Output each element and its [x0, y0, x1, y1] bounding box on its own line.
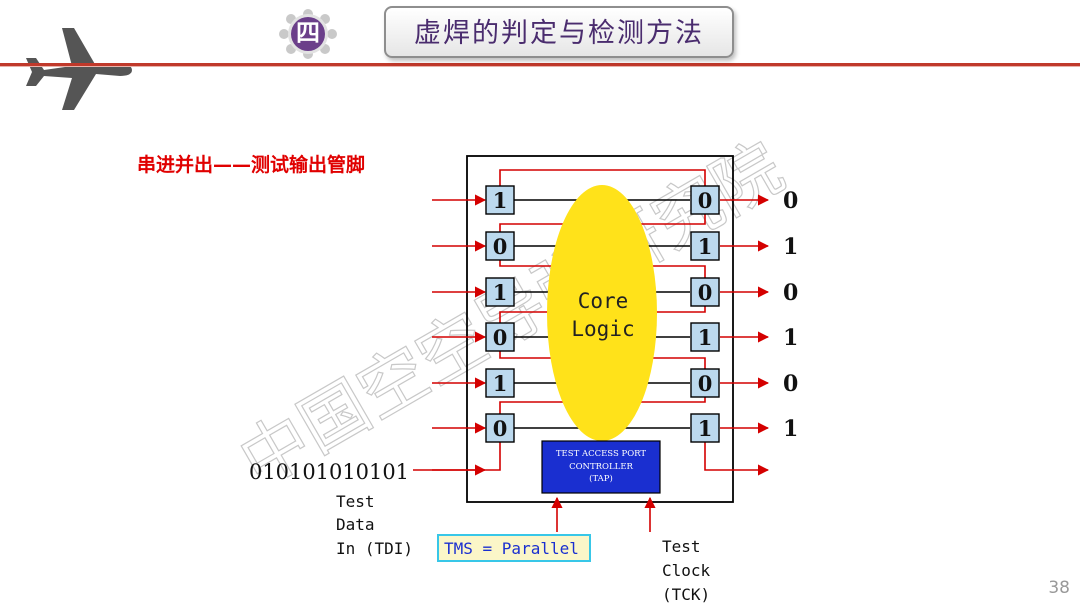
airplane-icon	[26, 28, 132, 110]
chip-outline	[466, 155, 734, 503]
tap-label-line3: (TAP)	[589, 473, 613, 484]
output-cells	[690, 185, 720, 443]
tap-label-line2: CONTROLLER	[569, 462, 633, 472]
output-pin-value: 1	[783, 234, 798, 260]
output-cell-value: 1	[698, 234, 713, 259]
output-pin-value: 0	[783, 280, 798, 306]
tck-label-line2: Clock	[662, 561, 711, 580]
core-logic-ellipse	[547, 185, 657, 441]
output-pin-value: 0	[783, 371, 798, 397]
core-label-line1: Core	[578, 289, 629, 313]
page-number: 38	[1048, 578, 1070, 598]
tap-controller	[541, 440, 661, 494]
output-pin-value: 1	[783, 416, 798, 442]
tms-label: TMS = Parallel	[444, 539, 579, 558]
input-cell-value: 1	[493, 280, 508, 305]
serial-input-data: 010101010101	[249, 460, 409, 484]
input-cell-value: 0	[493, 325, 508, 350]
output-cell-value: 0	[698, 188, 713, 213]
section-badge-icon	[279, 9, 337, 59]
tms-label-box	[437, 534, 591, 562]
tdi-label-line2: Data	[336, 515, 375, 534]
core-label-line2: Logic	[571, 317, 634, 341]
input-cell-value: 0	[493, 416, 508, 441]
tdi-label-line1: Test	[336, 492, 375, 511]
header-divider	[0, 63, 1080, 66]
tap-label-line1: TEST ACCESS PORT	[556, 449, 647, 459]
section-number: 四	[296, 18, 320, 47]
output-cell-value: 0	[698, 371, 713, 396]
tdi-label-line3: In (TDI)	[336, 539, 413, 558]
tck-label-line1: Test	[662, 537, 701, 556]
title-box	[384, 6, 734, 58]
input-cell-value: 1	[493, 188, 508, 213]
output-pin-value: 0	[783, 188, 798, 214]
output-cell-value: 1	[698, 325, 713, 350]
input-arrows	[432, 194, 487, 434]
output-pin-value: 1	[783, 325, 798, 351]
watermark: 中国空空导弹研究院	[227, 128, 797, 502]
page-title: 虚焊的判定与检测方法	[414, 18, 704, 49]
output-arrows	[720, 194, 770, 434]
input-cells	[485, 185, 515, 443]
output-cell-value: 1	[698, 416, 713, 441]
header-divider-shadow	[0, 66, 1080, 67]
input-cell-value: 0	[493, 234, 508, 259]
slide-subtitle: 串进并出——测试输出管脚	[137, 154, 366, 176]
input-cell-value: 1	[493, 371, 508, 396]
tck-label-line3: (TCK)	[662, 585, 710, 604]
output-cell-value: 0	[698, 280, 713, 305]
